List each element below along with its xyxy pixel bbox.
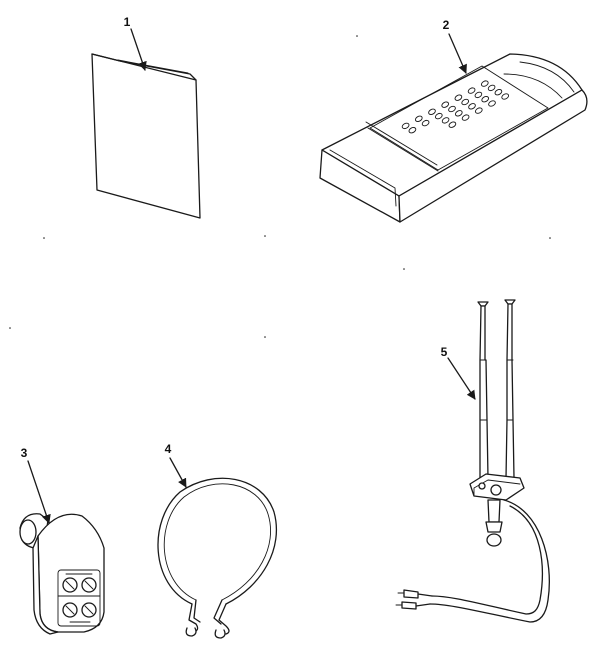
part-3-adapter[interactable]: 3 — [19, 446, 105, 635]
remote-button — [474, 107, 483, 114]
callout-2-label: 2 — [443, 18, 450, 32]
part-1-manual[interactable]: 1 — [91, 15, 201, 219]
remote-button — [488, 100, 496, 107]
remote-button — [441, 117, 450, 124]
callout-4: 4 — [165, 442, 187, 488]
callout-1: 1 — [124, 15, 147, 71]
callout-3-label: 3 — [21, 446, 28, 460]
remote-button — [501, 93, 510, 100]
remote-button — [448, 121, 457, 128]
print-specks — [9, 35, 551, 338]
loop-antenna-icon — [157, 477, 278, 639]
part-5-rabbit-ears[interactable]: 5 — [395, 299, 550, 623]
remote-button — [414, 115, 423, 122]
remote-button — [480, 80, 489, 87]
callout-5: 5 — [441, 345, 476, 400]
remote-button — [494, 89, 503, 96]
remote-button — [487, 84, 496, 92]
part-2-remote[interactable]: 2 — [319, 18, 588, 223]
remote-button — [474, 91, 483, 99]
remote-button — [467, 87, 476, 94]
remote-button — [461, 98, 470, 106]
callout-1-label: 1 — [124, 15, 131, 29]
remote-control-icon — [319, 53, 588, 223]
remote-button — [428, 108, 436, 115]
rabbit-ear-antenna-icon — [395, 299, 550, 623]
part-4-loop[interactable]: 4 — [157, 442, 278, 639]
remote-button — [468, 103, 476, 110]
remote-button — [461, 114, 470, 121]
remote-buttons — [401, 80, 510, 134]
remote-button — [448, 105, 456, 113]
callout-5-label: 5 — [441, 345, 448, 359]
remote-button — [454, 94, 463, 101]
remote-button — [441, 101, 450, 108]
callout-4-label: 4 — [165, 442, 172, 456]
callout-3: 3 — [21, 446, 51, 524]
manual-booklet-icon — [91, 53, 201, 219]
remote-button — [401, 122, 410, 130]
remote-button — [408, 127, 417, 134]
antenna-adapter-icon — [19, 513, 105, 635]
remote-button — [481, 96, 490, 103]
callout-2: 2 — [443, 18, 467, 74]
remote-button — [421, 119, 430, 127]
remote-button — [434, 112, 443, 120]
remote-button — [454, 110, 463, 117]
